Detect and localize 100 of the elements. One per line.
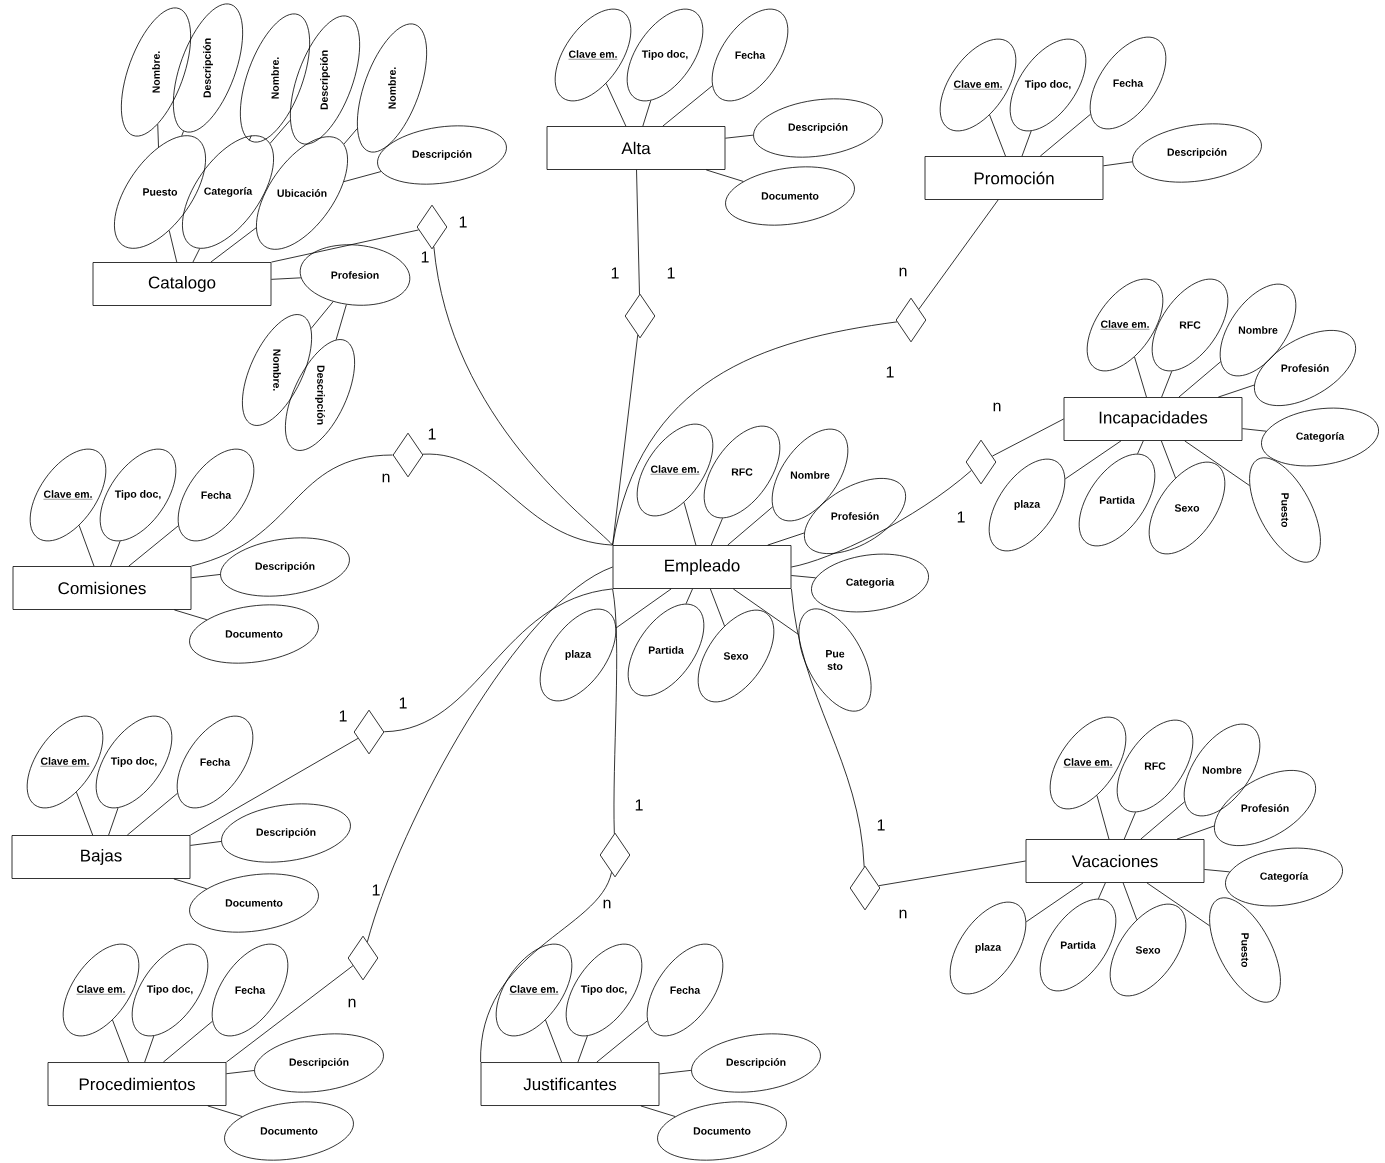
connector-line: [767, 532, 805, 546]
relationship-diamond: [392, 432, 424, 478]
connector-line: [366, 566, 613, 943]
connector-line: [1103, 161, 1133, 167]
entity-box: Promoción: [924, 156, 1104, 200]
entity-box: Alta: [546, 126, 726, 170]
connector-line: [791, 470, 972, 568]
connector-line: [878, 860, 1026, 887]
connector-line: [76, 791, 94, 836]
cardinality-label: 1: [419, 250, 431, 264]
connector-line: [226, 1070, 255, 1075]
relationship-diamond: [353, 709, 385, 755]
cardinality-label: n: [897, 266, 909, 278]
connector-line: [343, 128, 358, 145]
connector-line: [433, 246, 613, 546]
connector-line: [659, 1069, 692, 1075]
entity-box: Bajas: [11, 835, 191, 879]
connector-line: [335, 304, 347, 341]
connector-line: [128, 525, 179, 567]
connector-line: [991, 418, 1064, 457]
connector-line: [269, 119, 291, 144]
connector-line: [1039, 113, 1091, 157]
connector-line: [1025, 882, 1084, 923]
connector-line: [480, 871, 612, 1063]
entity-box: Catalogo: [92, 262, 272, 306]
connector-line: [1160, 440, 1176, 479]
cardinality-label: n: [380, 472, 392, 484]
connector-line: [192, 248, 201, 263]
connector-line: [1021, 130, 1032, 157]
connector-line: [248, 135, 252, 141]
connector-line: [612, 588, 618, 834]
connector-line: [918, 199, 999, 310]
connector-line: [1122, 882, 1138, 921]
relationship-diamond: [599, 832, 631, 878]
connector-line: [791, 588, 865, 868]
connector-line: [1137, 440, 1144, 455]
connector-line: [1242, 428, 1267, 432]
entity-box: Procedimientos: [47, 1062, 227, 1106]
cardinality-label: 1: [337, 709, 349, 723]
connector-line: [1178, 361, 1221, 398]
cardinality-label: 1: [370, 883, 382, 897]
cardinality-label: 1: [884, 365, 896, 379]
connector-line: [110, 540, 121, 567]
connector-line: [108, 807, 119, 836]
connector-line: [383, 588, 613, 733]
cardinality-label: 1: [633, 798, 645, 812]
connector-line: [545, 1019, 562, 1063]
connector-line: [173, 878, 208, 890]
connector-line: [636, 169, 640, 295]
connector-line: [190, 738, 359, 836]
cardinality-label: 1: [397, 696, 409, 710]
connector-line: [210, 227, 257, 263]
connector-line: [605, 83, 627, 127]
connector-line: [1123, 811, 1136, 840]
connector-line: [1140, 801, 1185, 840]
connector-line: [271, 229, 419, 263]
connector-line: [1161, 370, 1173, 398]
entity-box: Comisiones: [12, 566, 192, 610]
connector-line: [612, 321, 898, 546]
entity-box: Justificantes: [480, 1062, 660, 1106]
connector-line: [725, 134, 754, 139]
connector-line: [190, 841, 222, 846]
connector-line: [157, 123, 159, 148]
connector-line: [1184, 440, 1250, 486]
connector-line: [422, 453, 613, 546]
connector-line: [596, 1020, 648, 1063]
cardinality-label: 1: [609, 266, 621, 280]
cardinality-label: 1: [665, 266, 677, 280]
connector-line: [144, 1035, 155, 1063]
connector-line: [685, 588, 693, 605]
relationship-diamond: [895, 297, 927, 343]
cardinality-label: n: [897, 908, 909, 920]
connector-line: [310, 301, 334, 329]
connector-line: [112, 1019, 129, 1063]
entity-box: Incapacidades: [1063, 397, 1243, 441]
connector-line: [1146, 882, 1210, 927]
cardinality-label: 1: [426, 427, 438, 441]
connector-line: [710, 517, 723, 546]
connector-line: [162, 1020, 213, 1063]
connector-line: [727, 506, 773, 546]
connector-line: [989, 114, 1006, 157]
connector-line: [577, 1035, 588, 1063]
cardinality-label: 1: [875, 818, 887, 832]
connector-line: [173, 609, 208, 621]
connector-line: [1204, 869, 1230, 873]
relationship-diamond: [849, 865, 881, 911]
entity-box: Vacaciones: [1025, 839, 1205, 883]
connector-line: [181, 130, 184, 137]
connector-line: [126, 792, 178, 836]
connector-line: [640, 1105, 676, 1117]
connector-line: [191, 574, 221, 579]
connector-line: [615, 588, 672, 629]
relationship-diamond: [416, 204, 448, 250]
connector-line: [662, 85, 713, 127]
connector-line: [1096, 795, 1110, 840]
connector-line: [705, 169, 744, 182]
connector-line: [78, 525, 95, 567]
cardinality-label: 1: [457, 215, 469, 229]
cardinality-label: n: [991, 401, 1003, 413]
connector-line: [683, 502, 697, 546]
